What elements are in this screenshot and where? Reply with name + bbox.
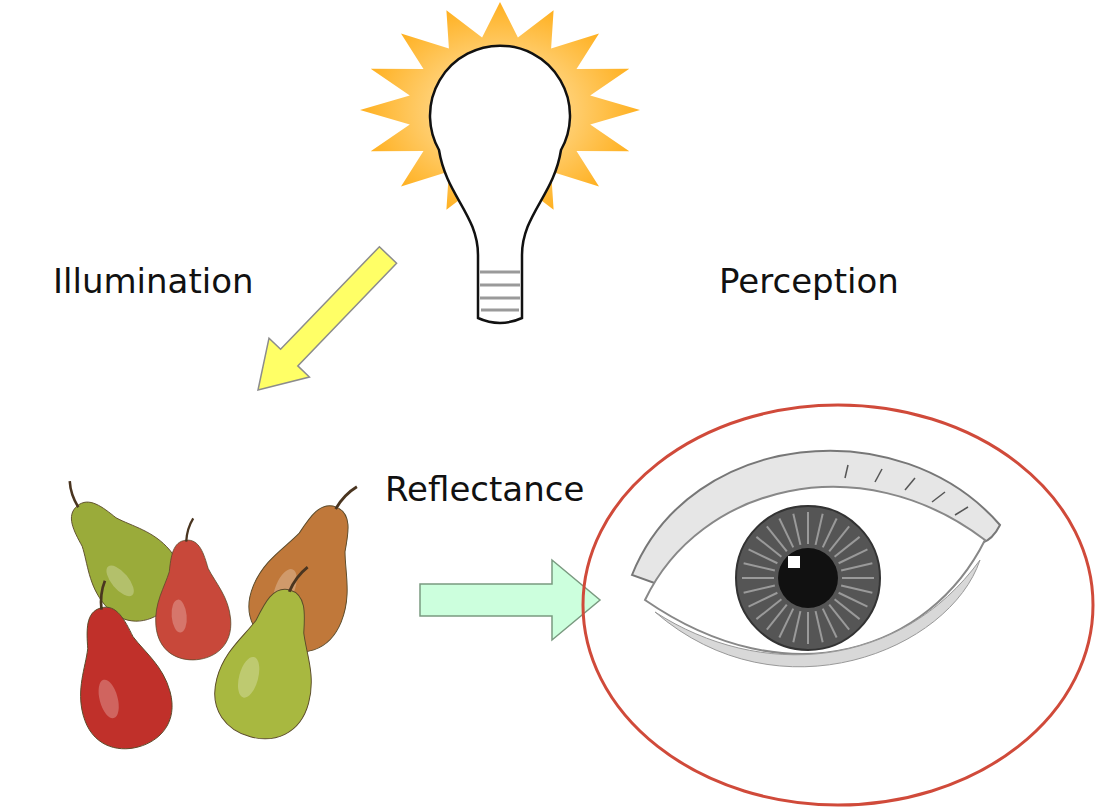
- eye-picture: [632, 451, 1000, 667]
- label: Illumination: [50, 262, 257, 301]
- illumination-arrow: [258, 247, 397, 390]
- label: Reflectance: [382, 470, 587, 509]
- label: Perception: [716, 262, 902, 301]
- pears-picture: [29, 460, 390, 758]
- bulb-base: [480, 272, 520, 310]
- light-bulb: [430, 46, 570, 323]
- reflectance-arrow: [420, 560, 600, 640]
- bulb-glass: [430, 46, 570, 323]
- highlight-ellipse: [583, 405, 1093, 805]
